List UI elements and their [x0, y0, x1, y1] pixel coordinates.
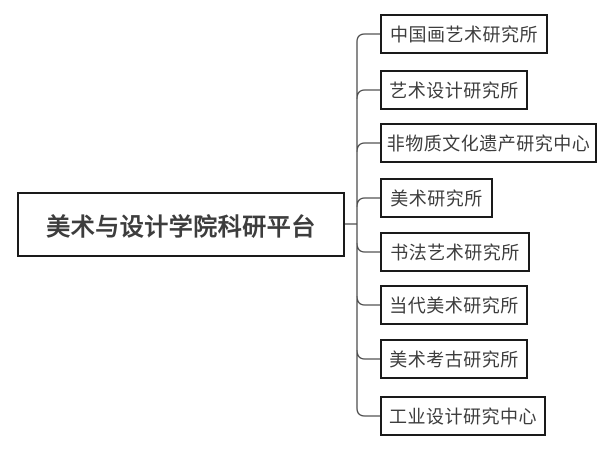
child-node-label: 当代美术研究所 [389, 296, 519, 316]
branch-line [356, 89, 380, 100]
child-node-chinese-painting-institute: 中国画艺术研究所 [380, 14, 548, 54]
branch-line [356, 295, 380, 306]
root-node-label: 美术与设计学院科研平台 [46, 214, 316, 241]
branch-line [356, 197, 380, 208]
child-node-label: 美术研究所 [390, 189, 483, 209]
child-node-industrial-design-center: 工业设计研究中心 [380, 396, 546, 436]
child-node-label: 书法艺术研究所 [390, 243, 520, 263]
branch-line [356, 33, 380, 43]
branch-line [356, 407, 380, 417]
branch-line [356, 349, 380, 360]
child-node-fine-arts-institute: 美术研究所 [380, 178, 493, 218]
root-node-research-platform: 美术与设计学院科研平台 [17, 192, 345, 257]
child-node-intangible-heritage-center: 非物质文化遗产研究中心 [380, 123, 597, 163]
branch-line [356, 242, 380, 253]
child-node-label: 工业设计研究中心 [389, 407, 537, 427]
child-node-art-archaeology-institute: 美术考古研究所 [380, 339, 528, 379]
child-node-label: 中国画艺术研究所 [390, 25, 538, 45]
branch-line [356, 142, 380, 153]
child-node-label: 艺术设计研究所 [389, 81, 519, 101]
child-node-label: 非物质文化遗产研究中心 [386, 134, 591, 154]
child-node-label: 美术考古研究所 [389, 350, 519, 370]
child-node-contemporary-art-institute: 当代美术研究所 [380, 285, 528, 325]
child-node-art-design-institute: 艺术设计研究所 [380, 70, 528, 110]
child-node-calligraphy-institute: 书法艺术研究所 [380, 232, 530, 272]
